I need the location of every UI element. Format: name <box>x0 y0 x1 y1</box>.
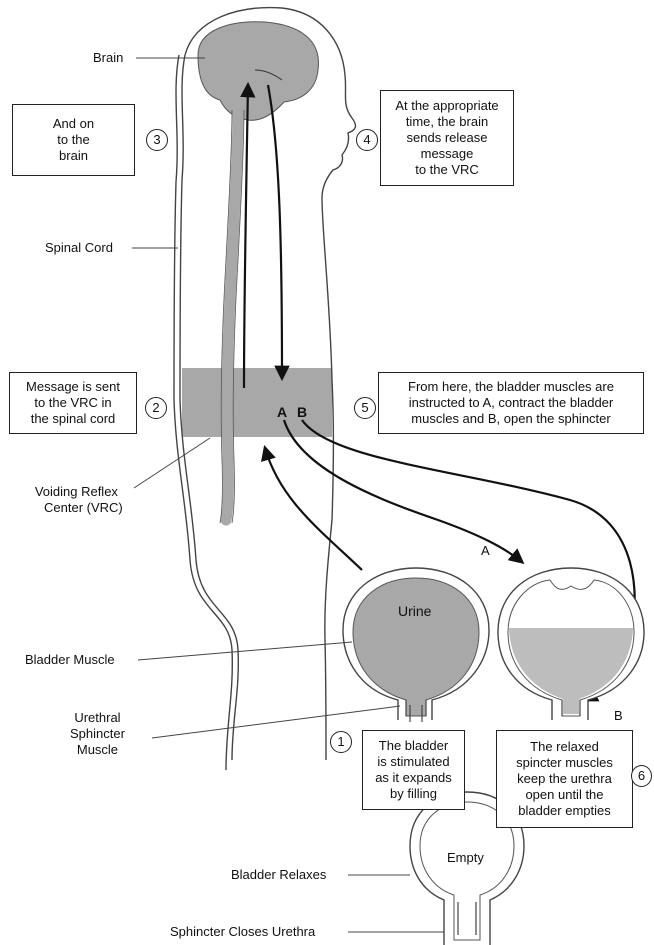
spinal-cord-label: Spinal Cord <box>45 240 113 256</box>
urethral-line3: Muscle <box>70 742 125 758</box>
step-3-line1: And on <box>13 116 134 132</box>
step-4-box: At the appropriate time, the brain sends… <box>380 90 514 186</box>
brain-shape <box>198 22 318 121</box>
step-3-number: 3 <box>146 129 168 151</box>
urethral-line2: Sphincter <box>70 726 125 742</box>
step-1-line1: The bladder <box>363 738 464 754</box>
letter-a-arrow: A <box>481 544 490 558</box>
step-3-line3: brain <box>13 148 134 164</box>
step-4-line1: At the appropriate <box>381 98 513 114</box>
step-4-number: 4 <box>356 129 378 151</box>
step-3-box: And on to the brain <box>12 104 135 176</box>
step-4-line2: time, the brain <box>381 114 513 130</box>
bladder-muscle-label: Bladder Muscle <box>25 652 115 668</box>
brain-label: Brain <box>93 50 123 66</box>
step-3-line2: to the <box>13 132 134 148</box>
letter-a-vrc: A <box>277 405 287 419</box>
step-4-line4: message <box>381 146 513 162</box>
arrow-vrc-to-brain <box>244 85 248 388</box>
spinal-cord-shape <box>226 110 238 520</box>
step-5-line3: muscles and B, open the sphincter <box>379 411 643 427</box>
step-1-line4: by filling <box>363 786 464 802</box>
step-6-line4: open until the <box>497 787 632 803</box>
step-1-line3: as it expands <box>363 770 464 786</box>
step-4-line5: to the VRC <box>381 162 513 178</box>
step-1-line2: is stimulated <box>363 754 464 770</box>
arrow-a <box>284 420 522 562</box>
urine-label: Urine <box>398 603 431 619</box>
step-6-line1: The relaxed <box>497 739 632 755</box>
urethral-line1: Urethral <box>70 710 125 726</box>
arrow-bladder-to-vrc <box>265 448 362 570</box>
step-2-line2: to the VRC in <box>10 395 136 411</box>
vrc-label-line1: Voiding Reflex <box>30 484 123 500</box>
step-6-number: 6 <box>631 765 652 787</box>
empty-label: Empty <box>447 850 484 865</box>
letter-b-arrow: B <box>614 709 623 723</box>
step-1-box: The bladder is stimulated as it expands … <box>362 730 465 810</box>
step-4-line3: sends release <box>381 130 513 146</box>
step-2-line3: the spinal cord <box>10 411 136 427</box>
letter-b-vrc: B <box>297 405 307 419</box>
arrow-brain-to-vrc <box>268 85 282 378</box>
step-5-number: 5 <box>354 397 376 419</box>
step-1-number: 1 <box>330 731 352 753</box>
step-2-number: 2 <box>145 397 167 419</box>
step-6-line5: bladder empties <box>497 803 632 819</box>
full-bladder <box>343 568 489 722</box>
urethral-sphincter-label: Urethral Sphincter Muscle <box>70 710 125 758</box>
step-5-line1: From here, the bladder muscles are <box>379 379 643 395</box>
step-5-line2: instructed to A, contract the bladder <box>379 395 643 411</box>
step-6-line3: keep the urethra <box>497 771 632 787</box>
step-2-line1: Message is sent <box>10 379 136 395</box>
sphincter-closes-label: Sphincter Closes Urethra <box>170 924 315 940</box>
step-6-line2: spincter muscles <box>497 755 632 771</box>
vrc-label-line2: Center (VRC) <box>30 500 123 516</box>
step-2-box: Message is sent to the VRC in the spinal… <box>9 372 137 434</box>
contracting-bladder <box>498 568 644 720</box>
bladder-relaxes-label: Bladder Relaxes <box>231 867 326 883</box>
vrc-label: Voiding Reflex Center (VRC) <box>30 484 123 516</box>
step-6-box: The relaxed spincter muscles keep the ur… <box>496 730 633 828</box>
step-5-box: From here, the bladder muscles are instr… <box>378 372 644 434</box>
